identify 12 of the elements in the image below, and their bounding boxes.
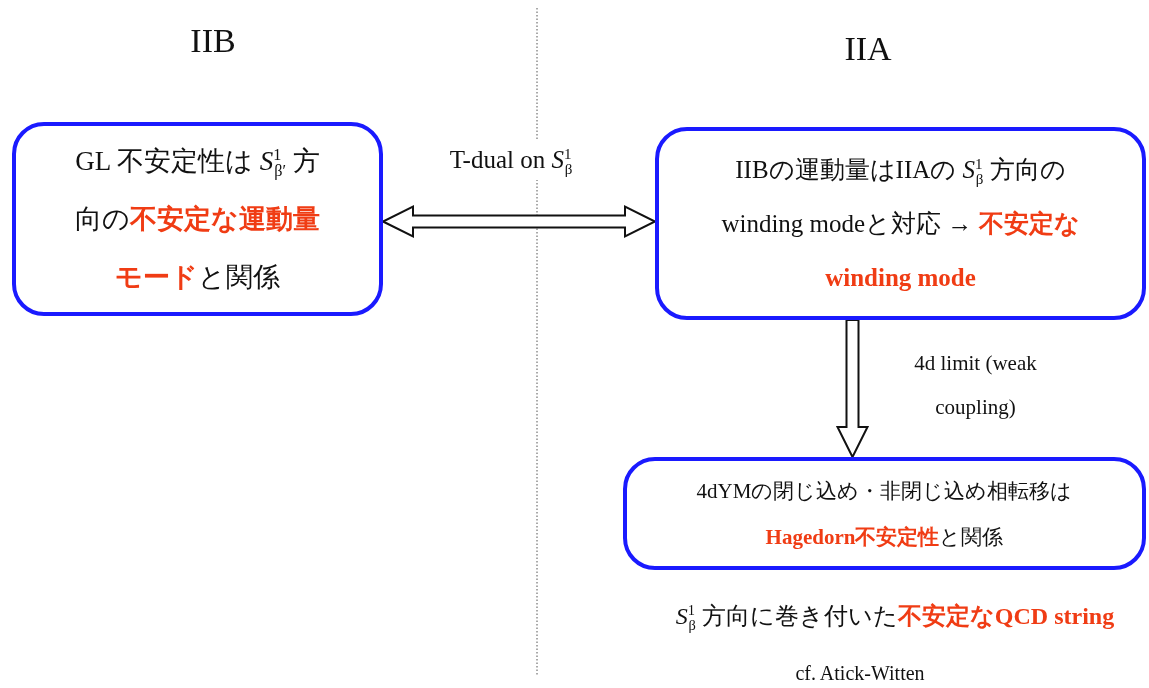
- hollow-arrow: [835, 319, 870, 460]
- node-text: IIBの運動量はIIAの S$^{1}$$_{β}$ 方向のwinding modeと対応 → 不安定なwinding mode: [720, 154, 1081, 293]
- type-heading: IIA: [844, 30, 892, 68]
- type-heading: IIB: [190, 22, 236, 60]
- rounded-box: [623, 457, 1146, 570]
- hollow-arrow: [380, 204, 658, 239]
- rounded-box: [655, 127, 1146, 320]
- node-text: GL 不安定性は S$^{1}$$_{β′}$ 方向の不安定な運動量モードと関係: [74, 145, 321, 294]
- rounded-box: [12, 122, 383, 316]
- reference-note: cf. Atick-Witten: [795, 662, 925, 685]
- note-text: S$^{1}$$_{β}$ 方向に巻き付いた不安定なQCD string: [675, 601, 1115, 632]
- node-text: 4dYMの閉じ込め・非閉じ込め相転移はHagedorn不安定性と関係: [695, 477, 1074, 551]
